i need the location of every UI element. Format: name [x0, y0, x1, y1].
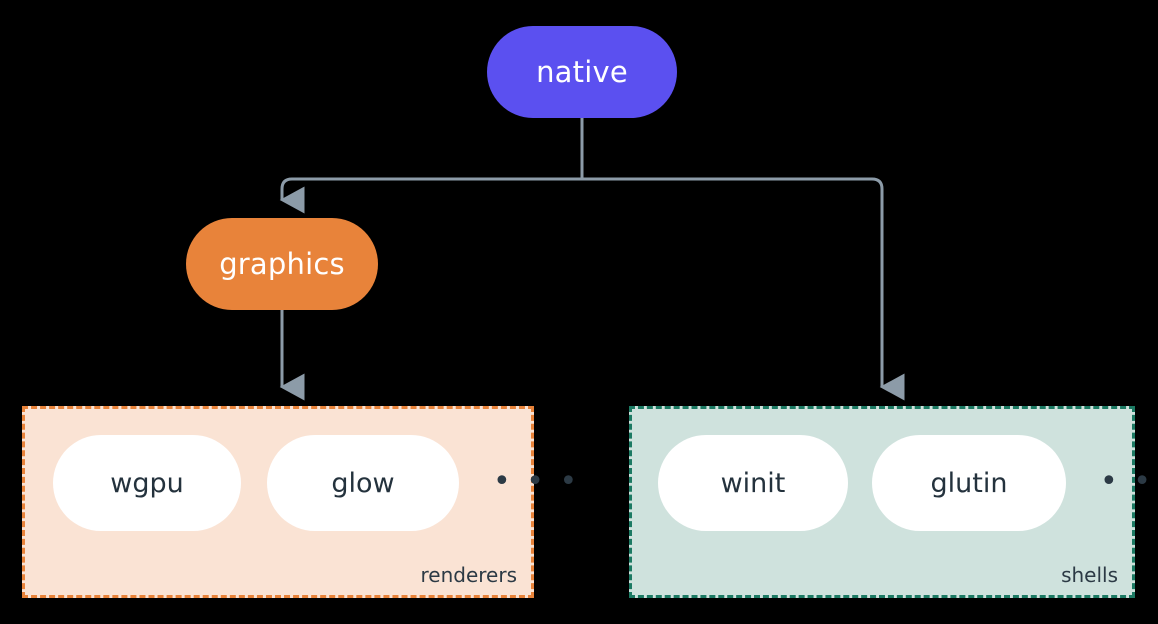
node-graphics[interactable]: graphics — [186, 218, 378, 310]
ellipsis-shells-icon: • • • — [1100, 464, 1158, 499]
ellipsis-renderers-icon: • • • — [493, 464, 581, 499]
leaf-glutin[interactable]: glutin — [872, 435, 1066, 531]
leaf-wgpu[interactable]: wgpu — [53, 435, 241, 531]
edge-native-to-shells — [582, 177, 905, 401]
edge-native-to-graphics — [279, 177, 582, 214]
leaf-glow[interactable]: glow — [267, 435, 459, 531]
group-renderers: wgpu glow • • • renderers — [22, 406, 577, 598]
group-label-renderers: renderers — [420, 563, 518, 587]
leaf-winit[interactable]: winit — [658, 435, 848, 531]
group-shells: winit glutin • • • shells — [629, 406, 1158, 598]
group-label-shells: shells — [1061, 563, 1118, 587]
node-native[interactable]: native — [487, 26, 677, 118]
